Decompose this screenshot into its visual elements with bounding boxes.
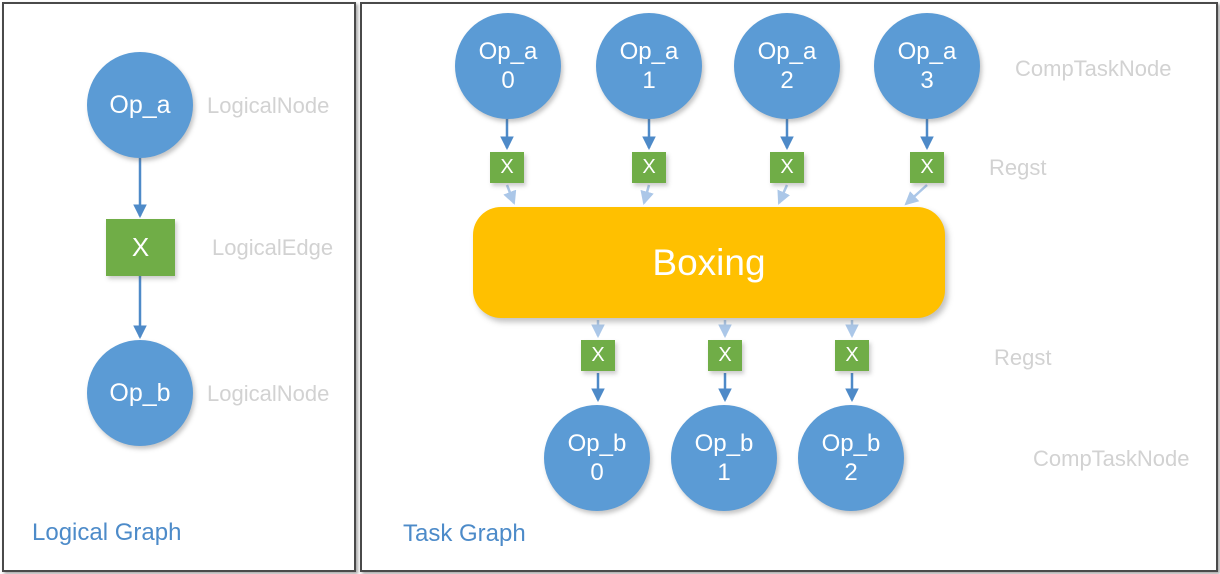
node-label: Op_a bbox=[109, 90, 171, 119]
regst-box-label: X bbox=[642, 156, 656, 178]
regst-box-top-0: X bbox=[490, 152, 524, 183]
logical-graph-title: Logical Graph bbox=[32, 519, 182, 546]
task-graph-arrows bbox=[500, 119, 934, 403]
node-label: Op_b bbox=[821, 430, 881, 457]
task-graph-title: Task Graph bbox=[403, 520, 526, 547]
arrow-regst1-to-boxing bbox=[640, 184, 654, 205]
node-label: Op_b bbox=[109, 378, 171, 407]
annotation-logical-node-a: LogicalNode bbox=[207, 93, 330, 118]
edge-box-label: X bbox=[131, 232, 150, 262]
node-label: Op_a bbox=[897, 38, 957, 65]
node-label: Op_a bbox=[478, 38, 538, 65]
comp-task-node-op-b-0: Op_b 0 bbox=[544, 405, 650, 511]
arrow-regst2-to-boxing bbox=[777, 184, 791, 205]
boxing-node: Boxing bbox=[473, 207, 945, 318]
regst-box-label: X bbox=[780, 156, 794, 178]
annotation-comp-task-node-bottom: CompTaskNode bbox=[1033, 446, 1190, 471]
node-label: Op_b bbox=[567, 430, 627, 457]
regst-box-bottom-0: X bbox=[581, 340, 615, 371]
comp-task-node-op-a-2: Op_a 2 bbox=[734, 13, 840, 119]
logical-edge-box: X bbox=[106, 219, 175, 276]
node-label: Op_a bbox=[757, 38, 817, 65]
regst-box-label: X bbox=[500, 156, 514, 178]
node-index: 2 bbox=[844, 459, 858, 486]
regst-box-bottom-1: X bbox=[708, 340, 742, 371]
logical-graph-arrows bbox=[133, 158, 147, 340]
node-index: 3 bbox=[920, 67, 934, 94]
comp-task-node-op-a-1: Op_a 1 bbox=[596, 13, 702, 119]
task-graph-panel: Op_a 0 Op_a 1 Op_a 2 Op_a 3 CompTaskNode… bbox=[360, 2, 1218, 572]
comp-task-node-op-b-1: Op_b 1 bbox=[671, 405, 777, 511]
annotation-regst-top: Regst bbox=[989, 155, 1047, 180]
logical-graph-panel: Op_a LogicalNode X LogicalEdge Op_b Logi… bbox=[2, 2, 356, 572]
node-label: Op_b bbox=[694, 430, 754, 457]
arrow-regst0-to-boxing bbox=[503, 184, 517, 205]
regst-box-label: X bbox=[591, 344, 605, 366]
regst-box-top-3: X bbox=[910, 152, 944, 183]
node-index: 1 bbox=[642, 67, 656, 94]
annotation-regst-bottom: Regst bbox=[994, 345, 1052, 370]
regst-box-label: X bbox=[845, 344, 859, 366]
annotation-logical-edge: LogicalEdge bbox=[212, 235, 334, 260]
node-index: 0 bbox=[590, 459, 604, 486]
regst-box-label: X bbox=[718, 344, 732, 366]
comp-task-node-op-b-2: Op_b 2 bbox=[798, 405, 904, 511]
regst-box-top-1: X bbox=[632, 152, 666, 183]
arrow-regst3-to-boxing bbox=[904, 184, 928, 206]
node-label: Op_a bbox=[619, 38, 679, 65]
regst-box-top-2: X bbox=[770, 152, 804, 183]
annotation-comp-task-node-top: CompTaskNode bbox=[1015, 56, 1172, 81]
annotation-logical-node-b: LogicalNode bbox=[207, 381, 330, 406]
node-index: 1 bbox=[717, 459, 731, 486]
regst-box-bottom-2: X bbox=[835, 340, 869, 371]
logical-node-op-b: Op_b bbox=[87, 340, 193, 446]
comp-task-node-op-a-3: Op_a 3 bbox=[874, 13, 980, 119]
boxing-label: Boxing bbox=[652, 241, 766, 283]
node-index: 0 bbox=[501, 67, 515, 94]
logical-node-op-a: Op_a bbox=[87, 52, 193, 158]
comp-task-node-op-a-0: Op_a 0 bbox=[455, 13, 561, 119]
regst-box-label: X bbox=[920, 156, 934, 178]
node-index: 2 bbox=[780, 67, 794, 94]
